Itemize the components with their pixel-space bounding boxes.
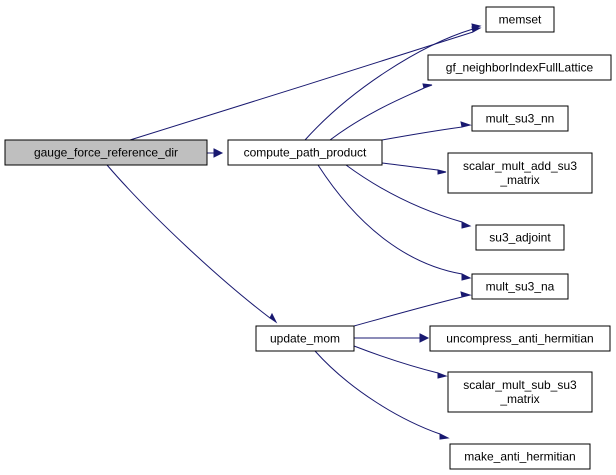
edge-gauge_force_reference_dir-to-memset xyxy=(129,26,482,141)
node-box xyxy=(429,325,611,352)
edge-compute_path_product-to-mult_su3_nn xyxy=(381,121,472,141)
edge-line xyxy=(317,164,463,275)
node-scalar-mult-add-su3-matrix[interactable]: scalar_mult_add_su3_matrix xyxy=(447,152,593,194)
node-mult-su3-na[interactable]: mult_su3_na xyxy=(471,273,569,300)
edge-line xyxy=(381,162,439,171)
edges-layer xyxy=(106,23,482,440)
edge-line xyxy=(314,350,441,435)
node-label: uncompress_anti_hermitian xyxy=(446,332,593,346)
edge-line xyxy=(329,87,425,141)
edge-arrowhead xyxy=(269,312,278,324)
edge-update_mom-to-make_anti_hermitian xyxy=(314,350,450,440)
node-mult-su3-nn[interactable]: mult_su3_nn xyxy=(471,105,569,132)
edge-compute_path_product-to-memset xyxy=(304,23,482,141)
edge-line xyxy=(353,296,463,327)
node-gf-neighborIndexFullLattice[interactable]: gf_neighborIndexFullLattice xyxy=(427,54,612,81)
edge-compute_path_product-to-mult_su3_na xyxy=(317,164,472,281)
node-label: update_mom xyxy=(270,332,340,346)
node-box xyxy=(471,105,569,132)
node-box xyxy=(475,224,565,251)
node-box xyxy=(449,443,591,470)
edge-line xyxy=(353,345,439,374)
node-label: su3_adjoint xyxy=(489,231,551,245)
node-label: make_anti_hermitian xyxy=(464,450,575,464)
node-label: _matrix xyxy=(499,392,539,406)
edge-update_mom-to-uncompress_anti_hermitian xyxy=(354,333,430,343)
edge-line xyxy=(106,164,271,319)
edge-line xyxy=(304,28,474,141)
edge-update_mom-to-scalar_mult_sub_su3_matrix xyxy=(353,345,448,379)
node-make-anti-hermitian[interactable]: make_anti_hermitian xyxy=(449,443,591,470)
node-label: memset xyxy=(499,13,542,27)
edge-arrowhead xyxy=(439,433,450,440)
node-label: gauge_force_reference_dir xyxy=(34,146,178,160)
edge-arrowhead xyxy=(461,221,472,229)
node-compute-path-product[interactable]: compute_path_product xyxy=(227,139,383,166)
edge-arrowhead xyxy=(471,23,482,30)
node-box xyxy=(471,273,569,300)
edge-line xyxy=(345,164,463,223)
edge-arrowhead xyxy=(213,148,224,158)
node-label: _matrix xyxy=(499,173,539,187)
node-uncompress-anti-hermitian[interactable]: uncompress_anti_hermitian xyxy=(429,325,611,352)
node-memset[interactable]: memset xyxy=(485,6,555,33)
edge-update_mom-to-mult_su3_na xyxy=(353,291,472,327)
edge-arrowhead xyxy=(437,372,448,379)
edge-gauge_force_reference_dir-to-update_mom xyxy=(106,164,278,324)
node-scalar-mult-sub-su3-matrix[interactable]: scalar_mult_sub_su3_matrix xyxy=(447,371,593,413)
edge-compute_path_product-to-scalar_mult_add_su3_matrix xyxy=(381,162,447,175)
node-box xyxy=(255,325,355,352)
node-label: scalar_mult_sub_su3 xyxy=(463,378,577,392)
edge-compute_path_product-to-gf_neighborIndexFullLattice xyxy=(329,83,433,141)
edge-line xyxy=(129,31,474,141)
edge-arrowhead xyxy=(437,169,447,175)
node-su3-adjoint[interactable]: su3_adjoint xyxy=(475,224,565,251)
edge-gauge_force_reference_dir-to-compute_path_product xyxy=(207,148,224,158)
node-update-mom[interactable]: update_mom xyxy=(255,325,355,352)
node-box xyxy=(427,54,612,81)
edge-compute_path_product-to-su3_adjoint xyxy=(345,164,472,229)
node-box xyxy=(227,139,383,166)
node-label: mult_su3_na xyxy=(486,280,555,294)
edge-arrowhead xyxy=(419,333,430,343)
node-gauge-force-reference-dir[interactable]: gauge_force_reference_dir xyxy=(4,139,208,166)
nodes-layer: gauge_force_reference_dir compute_path_pr… xyxy=(4,6,612,470)
node-label: mult_su3_nn xyxy=(486,112,555,126)
node-label: scalar_mult_add_su3 xyxy=(463,159,577,173)
edge-arrowhead xyxy=(460,121,472,128)
edge-arrowhead xyxy=(422,83,433,89)
node-box xyxy=(4,139,208,166)
node-box xyxy=(447,371,593,413)
node-box xyxy=(485,6,555,33)
edge-line xyxy=(381,126,463,141)
edge-arrowhead xyxy=(461,273,472,281)
edge-arrowhead xyxy=(460,291,472,298)
node-label: compute_path_product xyxy=(244,146,367,160)
node-label: gf_neighborIndexFullLattice xyxy=(446,61,594,75)
node-box xyxy=(447,152,593,194)
